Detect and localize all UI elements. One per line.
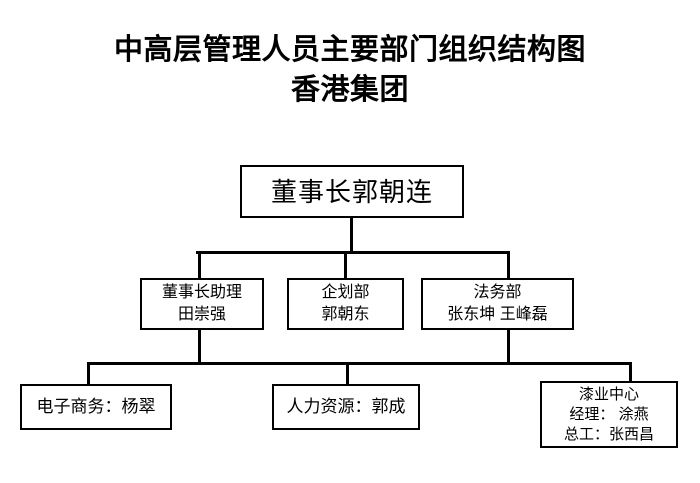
node-chairman[interactable]: 董事长郭朝连 [240,165,464,218]
connector-root-stem [350,218,353,254]
title-line-1: 中高层管理人员主要部门组织结构图 [113,34,586,66]
node-legal-department[interactable]: 法务部 张东坤 王峰磊 [421,278,574,330]
connector-drop-hr [346,362,349,387]
node-chairman-assistant-line-1: 董事长助理 [161,284,242,301]
node-paint-center-line-2: 经理： 涂燕 [569,405,649,423]
connector-stem-assistant [198,329,201,364]
node-chairman-assistant-line-2: 田崇强 [177,306,226,323]
connector-drop-legal [507,251,510,280]
node-legal-department-line-1: 法务部 [473,284,522,301]
node-planning-department[interactable]: 企划部 郭朝东 [287,278,404,330]
connector-level2-bus [87,362,632,365]
node-chairman-assistant[interactable]: 董事长助理 田崇强 [140,278,264,330]
chart-title: 中高层管理人员主要部门组织结构图 香港集团 [0,30,700,110]
node-paint-center[interactable]: 漆业中心 经理： 涂燕 总工：张西昌 [540,381,678,448]
connector-level1-bus [196,251,510,254]
node-ecommerce[interactable]: 电子商务：杨翠 [20,384,172,430]
node-legal-department-line-2: 张东坤 王峰磊 [447,306,548,323]
node-human-resources[interactable]: 人力资源：郭成 [272,384,420,430]
connector-drop-planning [344,251,347,280]
node-paint-center-line-1: 漆业中心 [578,385,639,403]
connector-drop-ecommerce [87,362,90,387]
node-ecommerce-line-1: 电子商务：杨翠 [36,397,156,416]
connector-drop-paint-center [629,362,632,384]
title-line-2: 香港集团 [290,74,409,106]
node-paint-center-line-3: 总工：张西昌 [563,425,654,443]
connector-stem-legal [507,329,510,364]
node-planning-department-line-2: 郭朝东 [321,306,370,323]
node-human-resources-line-1: 人力资源：郭成 [286,397,406,416]
node-planning-department-line-1: 企划部 [321,284,370,301]
connector-drop-assistant [198,251,201,280]
node-chairman-line-1: 董事长郭朝连 [270,176,433,207]
